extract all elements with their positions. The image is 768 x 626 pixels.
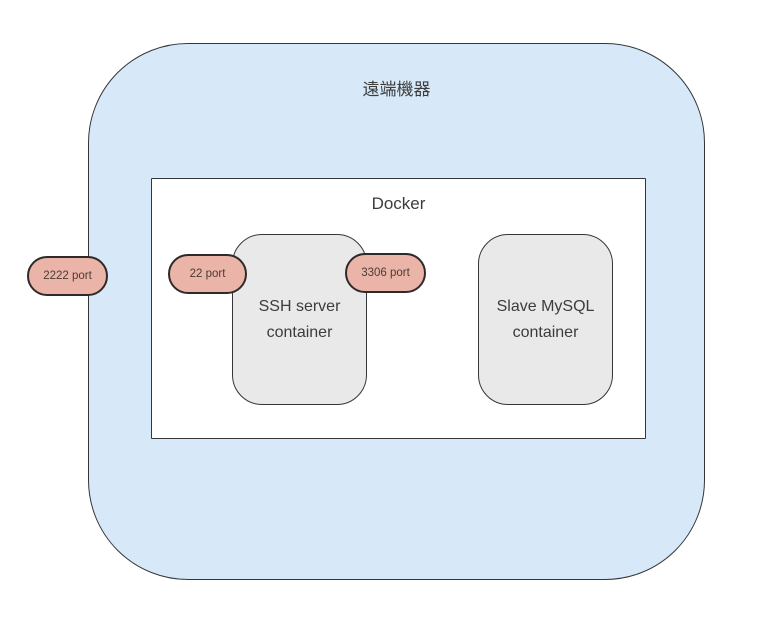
remote-machine-label: 遠端機器 (362, 80, 431, 99)
ssh-server-container-label-line2: container (266, 323, 333, 341)
slave-mysql-container-box: Slave MySQL container (478, 234, 613, 405)
slave-mysql-container-label-line2: container (512, 323, 579, 341)
port-badge-3306-label: 3306 port (361, 267, 410, 279)
port-badge-3306: 3306 port (345, 253, 426, 293)
port-badge-2222: 2222 port (27, 256, 108, 296)
docker-label: Docker (371, 194, 426, 213)
port-badge-22-label: 22 port (189, 268, 226, 280)
ssh-server-container-label-line1: SSH server (258, 297, 341, 315)
ssh-server-container-box: SSH server container (232, 234, 367, 405)
port-badge-2222-label: 2222 port (43, 270, 92, 282)
slave-mysql-container-label-line1: Slave MySQL (496, 297, 595, 315)
port-badge-22: 22 port (168, 254, 247, 294)
